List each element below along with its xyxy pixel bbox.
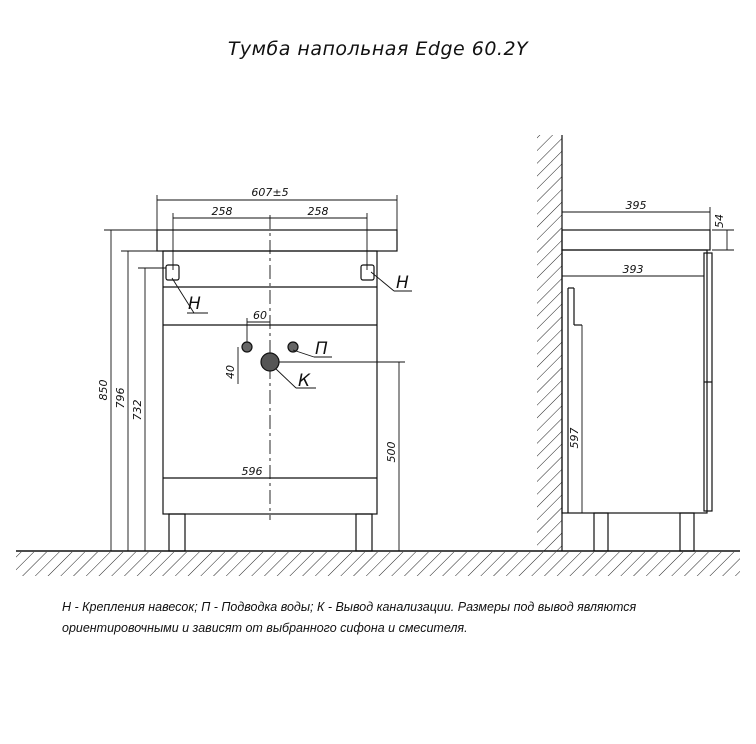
dim-width-total: 607±5 xyxy=(251,186,288,199)
side-countertop xyxy=(561,229,711,251)
caption: Н - Крепления навесок; П - Подводка воды… xyxy=(62,597,732,639)
dim-inner-width: 596 xyxy=(242,465,263,478)
front-dimension-texts: 607±5 258 258 850 796 732 596 60 40 500 … xyxy=(97,186,409,478)
leg-right xyxy=(355,513,373,552)
dim-water-spacing: 60 xyxy=(253,309,267,322)
caption-line-2: ориентировочными и зависят от выбранного… xyxy=(62,621,468,635)
dim-top-thickness: 54 xyxy=(713,214,726,228)
floor xyxy=(16,550,740,576)
label-water: П xyxy=(315,339,328,359)
front-view xyxy=(156,215,398,552)
leg-left xyxy=(168,513,186,552)
side-dimensions xyxy=(562,207,734,513)
drain-outlet xyxy=(260,352,280,372)
caption-line-1: Н - Крепления навесок; П - Подводка воды… xyxy=(62,600,637,614)
side-body xyxy=(561,249,708,514)
front-dimensions xyxy=(104,195,412,551)
water-inlet-right xyxy=(287,341,299,353)
dim-half-right: 258 xyxy=(308,205,329,218)
dim-water-offset: 40 xyxy=(224,365,237,379)
dim-door-height: 597 xyxy=(568,428,581,449)
side-leg-back xyxy=(593,512,609,552)
dim-drain-height: 500 xyxy=(385,442,398,463)
dim-depth-top: 395 xyxy=(626,199,647,212)
countertop xyxy=(156,229,398,252)
dim-height-2: 796 xyxy=(114,388,127,409)
dim-height-total: 850 xyxy=(97,380,110,401)
page-title: Тумба напольная Edge 60.2Y xyxy=(227,38,529,60)
label-hanger-right: Н xyxy=(396,273,409,293)
side-leg-front xyxy=(679,512,695,552)
label-drain: К xyxy=(298,371,311,391)
side-dimension-texts: 395 54 393 597 xyxy=(568,199,726,449)
hanger-left xyxy=(165,264,180,281)
side-view xyxy=(537,135,713,552)
water-inlet-left xyxy=(241,341,253,353)
dim-depth-body: 393 xyxy=(623,263,644,276)
dim-height-3: 732 xyxy=(131,400,144,421)
label-hanger-left: Н xyxy=(188,294,201,314)
dim-half-left: 258 xyxy=(212,205,233,218)
wall-hatch xyxy=(537,135,562,551)
hanger-right xyxy=(360,264,375,281)
